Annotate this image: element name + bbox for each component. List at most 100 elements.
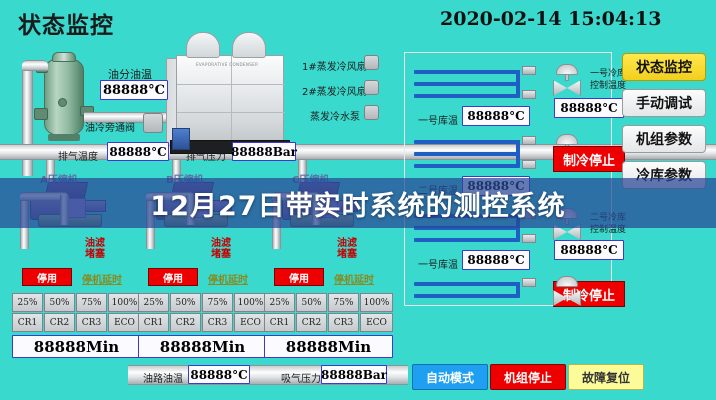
cs2-coil-3	[414, 164, 520, 168]
cs1-temp-label: 一号库温	[418, 116, 458, 127]
compressor-c-step-3[interactable]: 100%	[360, 293, 393, 312]
cs1-setpoint-label-line2: 控制温度	[590, 81, 627, 91]
compressor-a-step-3[interactable]: 100%	[108, 293, 141, 312]
cs1-setpoint-value: 88888°C	[554, 98, 624, 118]
condenser-fan-2	[232, 32, 266, 58]
compressor-a-filter-alarm: 油滤堵塞	[85, 238, 105, 260]
bypass-valve-label: 油冷旁通阀	[85, 123, 135, 134]
condenser-body	[176, 55, 285, 148]
compressor-b-runtime: 88888Min	[138, 335, 267, 358]
vessel-nozzle-lower	[34, 108, 48, 120]
cs1-fitting-top	[522, 66, 536, 75]
condenser-fan2-indicator[interactable]	[364, 80, 379, 95]
auto-mode-button[interactable]: 自动模式	[412, 364, 488, 390]
condenser-item-label-1: 2#蒸发冷风扇	[302, 87, 367, 98]
overlay-banner-text: 12月27日带实时系统的测控系统	[150, 190, 566, 222]
compressor-b-step-0[interactable]: 25%	[138, 293, 169, 312]
cs3-coil-3	[414, 238, 520, 242]
oil-temp-value: 88888°C	[100, 80, 168, 100]
compressor-a-stop-button[interactable]: 停用	[22, 268, 72, 286]
condenser-brand-text: EVAPORATIVE CONDENSER	[196, 62, 259, 67]
compressor-b-relay-1[interactable]: CR2	[170, 313, 201, 332]
compressor-a-relay-2[interactable]: CR3	[76, 313, 107, 332]
cs1-coil-1	[414, 70, 520, 74]
compressor-c-relay-3[interactable]: ECO	[360, 313, 393, 332]
compressor-a-runtime: 88888Min	[12, 335, 141, 358]
sidebar-item-unit-params[interactable]: 机组参数	[622, 125, 706, 153]
compressor-a-relay-3[interactable]: ECO	[108, 313, 141, 332]
compressor-b-step-2[interactable]: 75%	[202, 293, 233, 312]
compressor-c-relay-1[interactable]: CR2	[296, 313, 327, 332]
cs1-coil-2	[414, 82, 520, 86]
compressor-b-relay-3[interactable]: ECO	[234, 313, 267, 332]
compressor-c-step-0[interactable]: 25%	[264, 293, 295, 312]
cs2-setpoint-value: 88888°C	[554, 240, 624, 260]
cs1-valve-stem	[565, 74, 569, 81]
cs2-coil-2	[414, 152, 520, 156]
unit-stop-button[interactable]: 机组停止	[490, 364, 566, 390]
discharge-press-value: 88888Bar	[231, 142, 297, 161]
cs1-cooling-status-button[interactable]: 制冷停止	[553, 146, 625, 172]
compressor-c-relay-2[interactable]: CR3	[328, 313, 359, 332]
compressor-b-filter-alarm: 油滤堵塞	[211, 238, 231, 260]
compressor-a-relay-0[interactable]: CR1	[12, 313, 43, 332]
oil-separator-vessel	[44, 58, 84, 136]
cs2-fitting-top	[522, 136, 536, 145]
discharge-press-label: 排气压力	[186, 152, 226, 163]
sidebar-item-manual-debug[interactable]: 手动调试	[622, 89, 706, 117]
compressor-c-step-1[interactable]: 50%	[296, 293, 327, 312]
condenser-waterpump-indicator[interactable]	[364, 105, 379, 120]
compressor-b-stop-button[interactable]: 停用	[148, 268, 198, 286]
cs3-coil-2	[414, 226, 520, 230]
compressor-b-step-3[interactable]: 100%	[234, 293, 267, 312]
datetime-display: 2020-02-14 15:04:13	[440, 8, 662, 30]
compressor-c-step-2[interactable]: 75%	[328, 293, 359, 312]
compressor-a-step-0[interactable]: 25%	[12, 293, 43, 312]
condenser-item-label-2: 蒸发冷水泵	[310, 112, 360, 123]
oil-line-temp-value: 88888°C	[188, 365, 250, 384]
cs4-coil-2	[414, 294, 520, 298]
fault-reset-button[interactable]: 故障复位	[568, 364, 644, 390]
oil-temp-label: 油分油温	[108, 68, 152, 81]
compressor-a-step-2[interactable]: 75%	[76, 293, 107, 312]
compressor-c-filter-alarm: 油滤堵塞	[337, 238, 357, 260]
cs1-coil-3	[414, 94, 520, 98]
compressor-a-relay-1[interactable]: CR2	[44, 313, 75, 332]
oil-line-temp-label: 油路油温	[143, 374, 183, 385]
compressor-b-relay-2[interactable]: CR3	[202, 313, 233, 332]
compressor-b-relay-0[interactable]: CR1	[138, 313, 169, 332]
condenser-fan-1	[186, 32, 220, 58]
cs4-valve-handwheel[interactable]	[556, 276, 578, 287]
cs1-temp-value: 88888°C	[462, 106, 530, 126]
cs4-fitting-top	[522, 278, 536, 287]
oil-separator-foot	[48, 134, 80, 141]
pipe-vertical-left	[22, 66, 33, 176]
pipe-drop-a	[46, 160, 55, 182]
compressor-b-step-1[interactable]: 50%	[170, 293, 201, 312]
cs2-setpoint-label-line2: 控制温度	[590, 225, 627, 235]
bypass-valve-indicator[interactable]	[143, 113, 163, 133]
pipe-elbow-top	[22, 60, 48, 71]
suction-press-label: 吸气压力	[281, 374, 321, 385]
compressor-c-relay-0[interactable]: CR1	[264, 313, 295, 332]
condenser-fan1-indicator[interactable]	[364, 55, 379, 70]
cs4-coil-1	[414, 282, 520, 286]
vessel-sight-glass	[58, 98, 67, 107]
compressor-c-runtime: 88888Min	[264, 335, 393, 358]
cs1-fitting-bottom	[522, 90, 536, 99]
cs2-coil-bend	[516, 140, 520, 166]
compressor-b-delay-label: 停机延时	[208, 275, 248, 286]
discharge-temp-label: 排气温度	[58, 152, 98, 163]
cs3-temp-value: 88888°C	[462, 250, 530, 270]
compressor-a-step-1[interactable]: 50%	[44, 293, 75, 312]
cs1-setpoint-label-line1: 一号冷库	[590, 69, 627, 79]
pipe-drop-b	[172, 160, 181, 182]
compressor-c-delay-label: 停机延时	[334, 275, 374, 286]
sidebar-item-status-monitor[interactable]: 状态监控	[622, 53, 706, 81]
cs2-fitting-bottom	[522, 160, 536, 169]
cs2-coil-1	[414, 140, 520, 144]
oil-separator-cap	[52, 52, 76, 62]
cs1-coil-bend	[516, 70, 520, 96]
compressor-c-stop-button[interactable]: 停用	[274, 268, 324, 286]
